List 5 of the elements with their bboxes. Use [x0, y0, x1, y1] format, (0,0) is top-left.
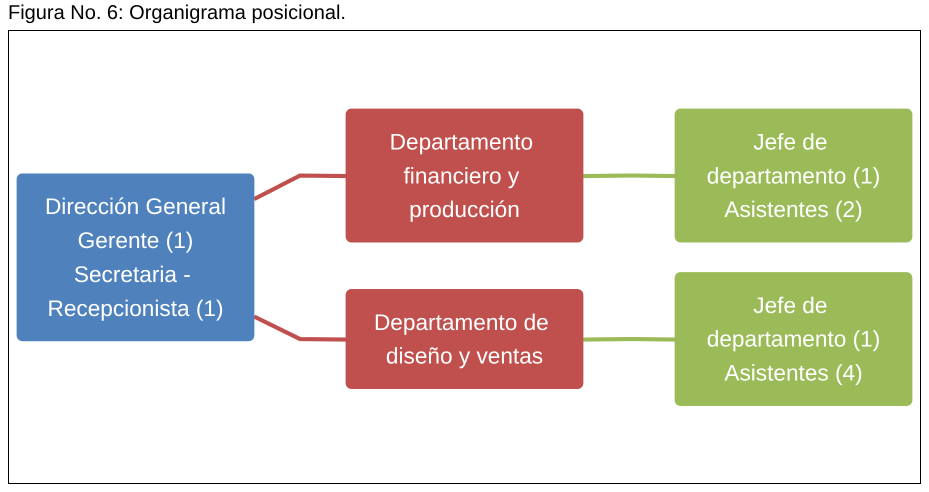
- connector: [253, 314, 347, 342]
- connector: [253, 173, 347, 201]
- figure-title: Figura No. 6: Organigrama posicional.: [8, 2, 347, 25]
- connector: [583, 173, 676, 178]
- connector: [583, 336, 676, 342]
